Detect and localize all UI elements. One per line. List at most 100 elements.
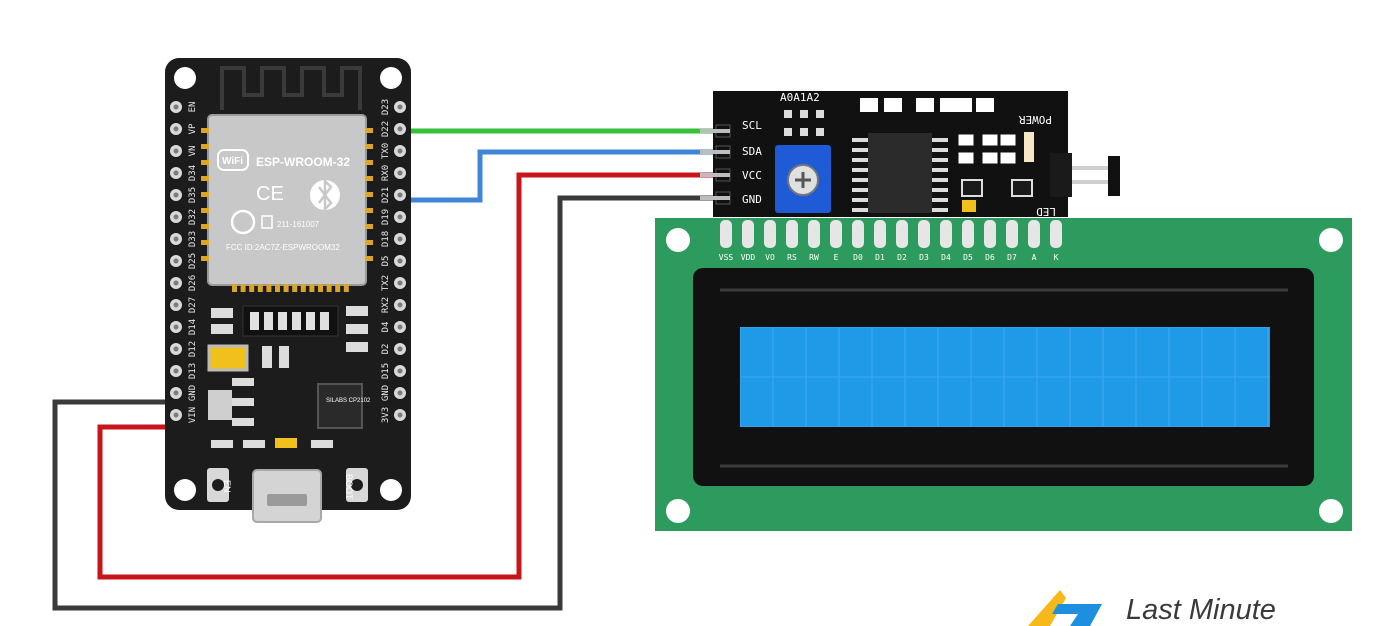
pin-label-d23: D23 <box>381 99 391 115</box>
module-pad <box>275 284 280 292</box>
transistor <box>1011 179 1033 197</box>
lcd-pin-label-d0: D0 <box>853 253 863 262</box>
pin-hole <box>397 104 403 110</box>
module-pad <box>201 192 209 197</box>
pin-hole <box>397 236 403 242</box>
pin-label-tx2: TX2 <box>381 275 391 291</box>
smd-resistor <box>999 133 1017 147</box>
module-pad <box>201 256 209 261</box>
address-pad <box>816 128 824 136</box>
pin-hole <box>173 170 179 176</box>
brand-logo: Last Minute <box>1028 590 1276 626</box>
uart-chip-text: SILABS CP2102 <box>326 398 371 404</box>
usb-uart-chip <box>317 383 363 429</box>
lcd-pin-vss <box>720 220 732 248</box>
pcf8574-chip <box>868 133 932 213</box>
lcd-pin-label-d1: D1 <box>875 253 885 262</box>
module-pad <box>365 160 373 165</box>
module-pad <box>266 284 272 292</box>
i2c-header-lead <box>700 173 730 177</box>
smd-resistor <box>211 308 233 318</box>
pin-hole <box>173 236 179 242</box>
pin-label-3v3: 3V3 <box>381 407 391 423</box>
lcd-pin-d7 <box>1006 220 1018 248</box>
pin-label-d21: D21 <box>381 187 391 203</box>
pin-hole <box>173 126 179 132</box>
lcd-pin-label-d6: D6 <box>985 253 995 262</box>
address-pad <box>800 128 808 136</box>
lcd-pin-label-d3: D3 <box>919 253 929 262</box>
lcd-pin-label-d2: D2 <box>897 253 907 262</box>
lcd-pin-vo <box>764 220 776 248</box>
pin-label-gnd: GND <box>381 385 391 401</box>
address-pad <box>800 110 808 118</box>
module-pad <box>365 208 373 213</box>
smd-resistor <box>957 133 975 147</box>
pin-hole <box>397 148 403 154</box>
module-pad <box>365 192 373 197</box>
pin-hole <box>173 214 179 220</box>
i2c-pin-label-vcc: VCC <box>742 169 762 182</box>
smd-resistor <box>262 346 272 368</box>
pin-label-d4: D4 <box>381 322 391 333</box>
wire-vcc <box>97 172 716 580</box>
cert-id: 211-161007 <box>277 220 320 229</box>
ic-leg <box>932 188 948 192</box>
fcc-id: FCC ID:2AC7Z-ESPWROOM32 <box>226 243 340 252</box>
module-pad <box>201 208 209 213</box>
pin-hole <box>397 346 403 352</box>
pin-hole <box>173 368 179 374</box>
lcd-pin-label-rs: RS <box>787 253 797 262</box>
mount-hole <box>666 228 690 252</box>
antenna-trace <box>220 66 362 110</box>
pin-label-d19: D19 <box>381 209 391 225</box>
transistor <box>961 179 983 197</box>
mount-hole <box>380 67 402 89</box>
ic-leg <box>852 178 868 182</box>
module-pad <box>240 284 246 292</box>
en-button-label: EN <box>222 480 232 493</box>
module-label: ESP-WROOM-32 <box>256 155 350 169</box>
header-pin <box>278 312 287 330</box>
pin-label-gnd: GND <box>188 385 198 401</box>
mount-hole <box>1319 228 1343 252</box>
module-pad <box>201 176 209 181</box>
lcd-pin-rs <box>786 220 798 248</box>
pin-label-d35: D35 <box>188 187 198 203</box>
pin-hole <box>397 280 403 286</box>
lcd-pin-a <box>1028 220 1040 248</box>
pin-label-d14: D14 <box>188 319 198 335</box>
module-pad <box>365 256 373 261</box>
ce-mark: CE <box>256 183 284 205</box>
mount-hole <box>174 67 196 89</box>
esp32-board: WiFi ESP-WROOM-32 CE 211-161007 FCC ID:2… <box>165 58 411 523</box>
pin-hole <box>397 390 403 396</box>
lcd-pin-d2 <box>896 220 908 248</box>
esp-wroom-module <box>207 114 367 286</box>
pin-hole <box>397 368 403 374</box>
power-led <box>1024 132 1034 162</box>
led-label: LED <box>1036 205 1056 218</box>
address-label: A0A1A2 <box>780 91 820 104</box>
lcd-pin-d0 <box>852 220 864 248</box>
ic-leg <box>932 148 948 152</box>
pin-label-rx0: RX0 <box>381 165 391 181</box>
i2c-pin-label-scl: SCL <box>742 119 762 132</box>
ic-leg <box>852 148 868 152</box>
i2c-header-lead <box>700 150 730 154</box>
boot-button-label: BOOT <box>344 474 354 500</box>
pin-hole <box>173 412 179 418</box>
wire-sda <box>400 149 716 203</box>
module-pad <box>318 284 323 292</box>
backlight-jumper[interactable] <box>1050 153 1072 197</box>
header-pin <box>320 312 329 330</box>
pin-label-d32: D32 <box>188 209 198 225</box>
smd-resistor <box>981 151 999 165</box>
recycle-icon <box>230 209 256 235</box>
pin-label-rx2: RX2 <box>381 297 391 313</box>
lcd-pin-label-vdd: VDD <box>741 253 756 262</box>
header-pin <box>292 312 301 330</box>
smd-capacitor <box>962 200 976 212</box>
pin-label-d25: D25 <box>188 253 198 269</box>
